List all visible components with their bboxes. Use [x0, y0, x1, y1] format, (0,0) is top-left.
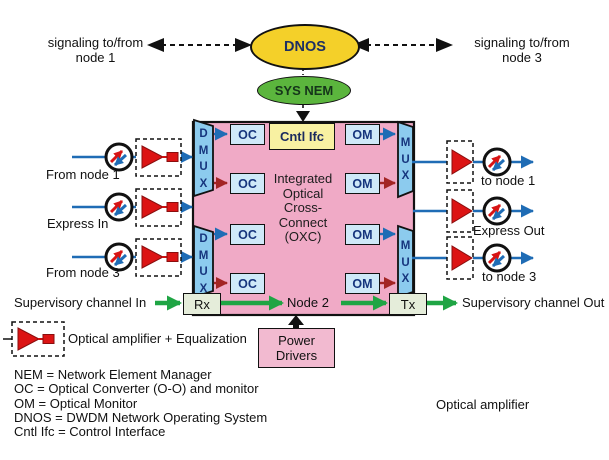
- oc-box-4: OC: [230, 273, 265, 294]
- tx-label: Tx: [400, 296, 416, 312]
- legend-amp-eq-label: Optical amplifier + Equalization: [68, 331, 247, 346]
- power-drivers-label: Power Drivers: [275, 333, 318, 363]
- signaling-node3-label: signaling to/from node 3: [474, 35, 570, 65]
- om-label: OM: [352, 227, 373, 242]
- signaling-node1-label: signaling to/from node 1: [47, 35, 144, 65]
- bidirectional-optical-port-icon: [482, 243, 512, 273]
- om-box-1: OM: [345, 124, 380, 145]
- bidirectional-optical-port-icon: [482, 196, 512, 226]
- dmux-shapes: [193, 118, 414, 299]
- optical-amplifier-icon: [17, 327, 41, 351]
- legend-definitions: NEM = Network Element Manager OC = Optic…: [14, 367, 268, 440]
- oc-box-1: OC: [230, 124, 265, 145]
- input-label-express: Express In: [47, 216, 109, 231]
- optical-amplifier-icon: [141, 245, 165, 269]
- cntl-ifc-box: Cntl Ifc: [269, 123, 335, 150]
- mux-top-shape: [397, 120, 414, 199]
- optical-amplifier-icon: [141, 145, 165, 169]
- cntl-ifc-label: Cntl Ifc: [279, 129, 325, 144]
- sys-nem-ellipse: SYS NEM: [257, 76, 351, 105]
- optical-amplifier-icon: [451, 149, 473, 175]
- amp-module-2: [446, 189, 474, 233]
- node-label: Node 2: [287, 295, 329, 310]
- amp-eq-module-1: [135, 138, 182, 177]
- sys-nem-label: SYS NEM: [274, 83, 334, 98]
- om-label: OM: [352, 127, 373, 142]
- amp-eq-module-3: [135, 238, 182, 277]
- equalizer-icon: [166, 202, 179, 212]
- oc-label: OC: [238, 276, 257, 291]
- amp-eq-module-2: [135, 188, 182, 227]
- oc-box-2: OC: [230, 173, 265, 194]
- definition-dnos: DNOS = DWDM Network Operating System: [14, 409, 268, 425]
- definition-cntlifc: Cntl Ifc = Control Interface: [14, 424, 166, 440]
- bidirectional-optical-port-icon: [482, 147, 512, 177]
- definition-oc: OC = Optical Converter (O-O) and monitor: [14, 381, 259, 397]
- om-box-4: OM: [345, 273, 380, 294]
- definition-nem: NEM = Network Element Manager: [14, 367, 212, 382]
- bidirectional-optical-port-icon: [104, 142, 134, 172]
- oc-label: OC: [238, 127, 257, 142]
- definition-om: OM = Optical Monitor: [14, 395, 138, 411]
- equalizer-icon: [42, 334, 55, 344]
- dmux-top-label: DMUX: [198, 128, 209, 190]
- om-box-2: OM: [345, 173, 380, 194]
- output-label-node3: to node 3: [482, 269, 537, 284]
- dmux-bottom-label: DMUX: [198, 233, 209, 295]
- mux-top-label: MUX: [400, 137, 411, 182]
- optical-amplifier-label: Optical amplifier: [436, 397, 530, 412]
- oxc-title: Integrated Optical Cross- Connect (OXC): [273, 171, 333, 245]
- output-label-express: Express Out: [473, 223, 545, 238]
- input-label-node3: From node 3: [46, 265, 120, 280]
- optical-amplifier-icon: [451, 198, 473, 224]
- om-label: OM: [352, 176, 373, 191]
- oc-box-3: OC: [230, 224, 265, 245]
- mux-bottom-label: MUX: [400, 240, 411, 285]
- rx-label: Rx: [194, 296, 210, 312]
- signaling-arrow-left: [147, 38, 252, 52]
- output-label-node1: to node 1: [481, 173, 536, 188]
- legend-amp-eq-module: [3, 321, 65, 357]
- dnos-ellipse: DNOS: [250, 24, 360, 70]
- bidirectional-optical-port-icon: [104, 192, 134, 222]
- oc-label: OC: [238, 227, 257, 242]
- bidirectional-optical-port-icon: [104, 242, 134, 272]
- signaling-arrow-right: [352, 38, 453, 52]
- equalizer-icon: [166, 152, 179, 162]
- power-arrow: [288, 315, 304, 329]
- internal-arrows: [214, 127, 396, 289]
- dmux-bottom-shape: [193, 224, 214, 299]
- amp-module-3: [446, 236, 474, 280]
- input-label-node1: From node 1: [46, 167, 120, 182]
- dmux-top-shape: [193, 118, 214, 198]
- oc-label: OC: [238, 176, 257, 191]
- equalizer-icon: [166, 252, 179, 262]
- power-drivers-box: Power Drivers: [258, 328, 335, 368]
- dnos-label: DNOS: [284, 39, 326, 55]
- supervisory-in-label: Supervisory channel In: [14, 295, 147, 310]
- om-label: OM: [352, 276, 373, 291]
- om-box-3: OM: [345, 224, 380, 245]
- optical-amplifier-icon: [141, 195, 165, 219]
- amp-module-1: [446, 140, 474, 184]
- rx-box: Rx: [183, 293, 221, 315]
- mux-bottom-shape: [397, 224, 414, 299]
- tx-box: Tx: [389, 293, 427, 315]
- optical-amplifier-icon: [451, 245, 473, 271]
- supervisory-out-label: Supervisory channel Out: [462, 295, 605, 310]
